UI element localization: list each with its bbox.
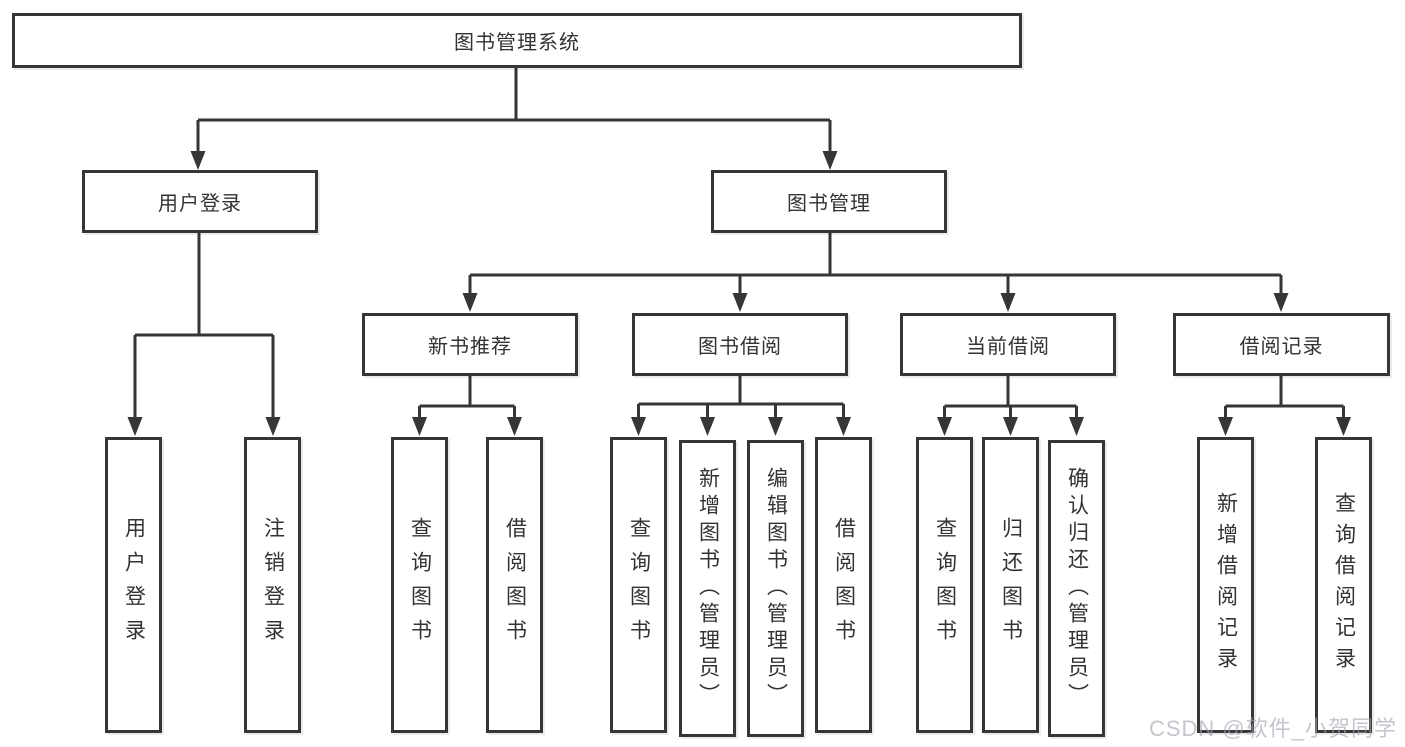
leaf-current-query-books: 查询图书 [916,437,973,733]
leaf-logout: 注销登录 [244,437,301,733]
node-current-borrowing: 当前借阅 [900,313,1116,376]
leaf-return-books: 归还图书 [982,437,1039,733]
node-book-borrowing: 图书借阅 [632,313,848,376]
leaf-borrow-books: 借阅图书 [815,437,872,733]
leaf-edit-books-admin: 编辑图书（管理员） [747,440,804,737]
node-user-login: 用户登录 [82,170,318,233]
node-new-book-recommend: 新书推荐 [362,313,578,376]
leaf-user-login: 用户登录 [105,437,162,733]
leaf-borrowing-query-books: 查询图书 [610,437,667,733]
leaf-add-books-admin: 新增图书（管理员） [679,440,736,737]
csdn-watermark: CSDN @软件_小贺同学 [1148,716,1397,741]
arrowhead-icons [127,151,1351,436]
leaf-query-borrow-record: 查询借阅记录 [1315,437,1372,733]
leaf-recommend-query-books: 查询图书 [391,437,448,733]
leaf-recommend-borrow-books: 借阅图书 [486,437,543,733]
leaf-confirm-return-admin: 确认归还（管理员） [1048,440,1105,737]
leaf-add-borrow-record: 新增借阅记录 [1197,437,1254,733]
node-borrowing-records: 借阅记录 [1173,313,1390,376]
node-root-system: 图书管理系统 [12,13,1022,68]
node-book-management: 图书管理 [711,170,947,233]
